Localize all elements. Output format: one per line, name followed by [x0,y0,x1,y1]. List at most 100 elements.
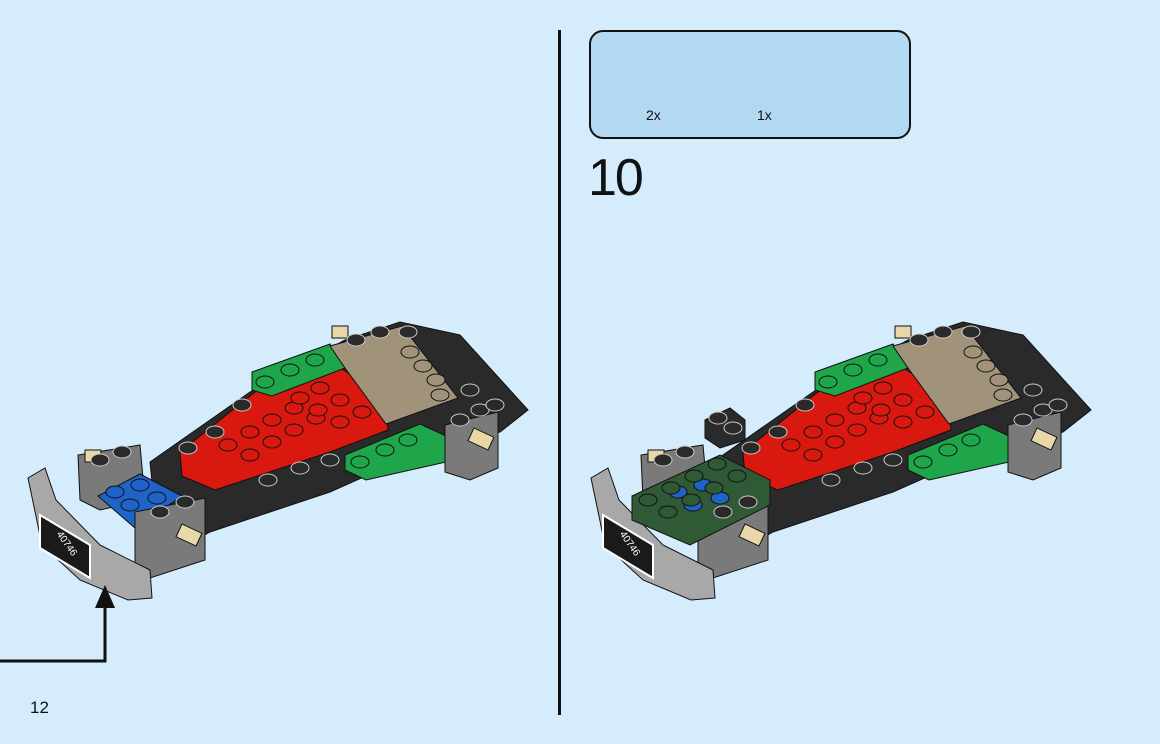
stud [976,359,996,373]
stud [825,413,845,427]
stud [413,359,433,373]
stud [460,383,480,397]
part-quantity: 2x [646,107,661,123]
stud [426,373,446,387]
step-divider [558,30,561,715]
stud [485,398,505,412]
stud [661,481,681,495]
stud [768,425,788,439]
stud [375,443,395,457]
stud [843,363,863,377]
stud [708,411,728,425]
stud [913,455,933,469]
stud [130,478,150,492]
stud [727,469,747,483]
stud [658,505,678,519]
stud [681,493,701,507]
parts-callout [589,30,911,139]
stud [707,457,727,471]
stud [308,403,328,417]
stud [871,403,891,417]
stud [818,375,838,389]
stud [741,441,761,455]
stud [1048,398,1068,412]
stud [370,325,390,339]
stud [262,413,282,427]
stud [993,388,1013,402]
stud [218,438,238,452]
stud [147,491,167,505]
stud [821,473,841,487]
previous-step-model: 40746 [27,321,529,601]
stud [853,461,873,475]
stud [262,435,282,449]
stud [803,448,823,462]
stud [723,421,743,435]
stud [305,353,325,367]
stud [398,433,418,447]
stud [346,333,366,347]
stud [232,398,252,412]
stud [320,453,340,467]
stud [240,448,260,462]
stud [883,453,903,467]
stud [290,391,310,405]
stud [1013,413,1033,427]
stud [90,453,110,467]
placement-arrow [0,585,115,663]
stud [255,375,275,389]
stud [350,455,370,469]
stud [330,393,350,407]
stud [675,445,695,459]
stud [258,473,278,487]
stud [112,445,132,459]
stud [400,345,420,359]
step-number: 10 [588,149,644,207]
stud [653,453,673,467]
stud [825,435,845,449]
stud [795,398,815,412]
stud [1023,383,1043,397]
stud [105,485,125,499]
stud [915,405,935,419]
stud [205,425,225,439]
stud [961,433,981,447]
part-quantity: 1x [757,107,772,123]
stud [933,325,953,339]
stud [803,425,823,439]
stud [638,493,658,507]
stud [961,325,981,339]
stud [893,415,913,429]
stud [909,333,929,347]
stud [963,345,983,359]
stud [868,353,888,367]
stud [330,415,350,429]
stud [175,495,195,509]
stud [738,495,758,509]
stud [310,381,330,395]
stud [704,481,724,495]
stud [853,391,873,405]
stud [450,413,470,427]
page-number: 12 [30,698,49,717]
stud [280,363,300,377]
stud [284,423,304,437]
stud [398,325,418,339]
stud [847,423,867,437]
stud [352,405,372,419]
stud [989,373,1009,387]
stud [120,498,140,512]
current-step-model: 40746 [590,321,1092,601]
stud [684,469,704,483]
stud [938,443,958,457]
stud [893,393,913,407]
stud [150,505,170,519]
stud [713,505,733,519]
stud [240,425,260,439]
stud [178,441,198,455]
stud [781,438,801,452]
stud [873,381,893,395]
stud [430,388,450,402]
stud [290,461,310,475]
